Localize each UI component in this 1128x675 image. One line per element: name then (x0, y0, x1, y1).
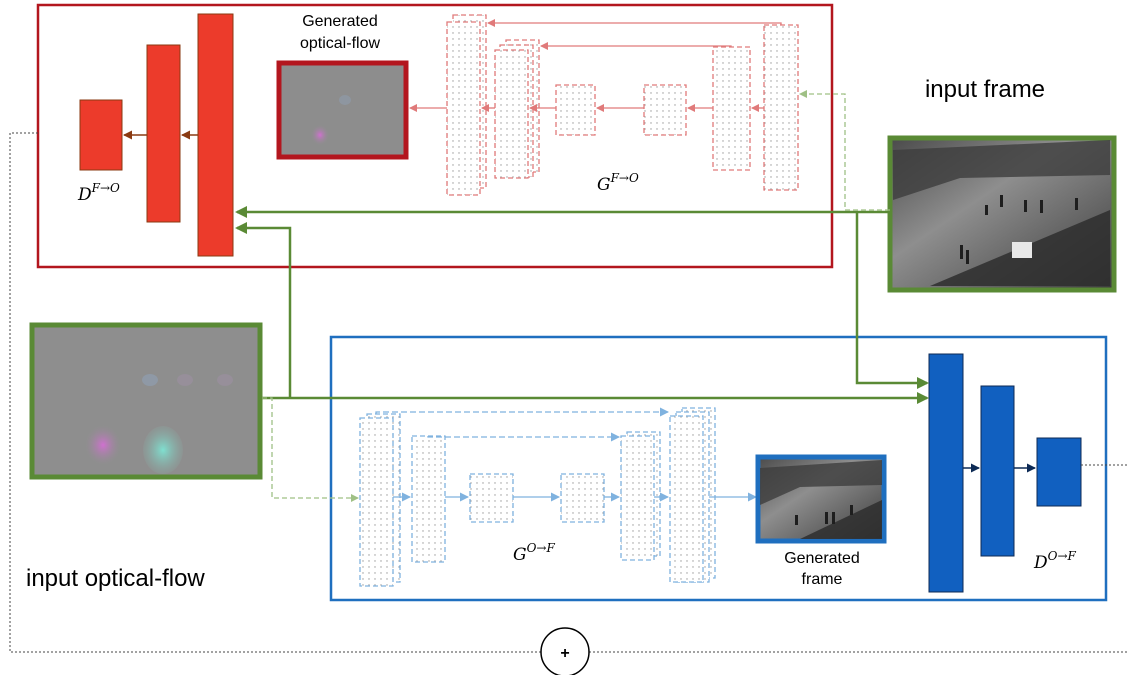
sum-symbol: + (560, 645, 569, 662)
sum-node: + (540, 627, 590, 675)
input-optical-flow-label: input optical-flow (26, 565, 205, 592)
generated-frame-image (755, 454, 887, 544)
disc-of-layer-3 (1036, 437, 1082, 507)
generated-optical-flow-label-2: optical-flow (300, 35, 380, 52)
disc-fo-layer-1 (79, 99, 123, 171)
input-optical-flow-image (29, 322, 263, 480)
blue-module-frame (329, 335, 1108, 602)
disc-fo-layer-3 (197, 13, 234, 257)
disc-o-to-f-label: DO→F (1033, 549, 1077, 573)
discriminator-o-to-f (928, 353, 1082, 593)
red-module-frame (36, 3, 834, 269)
generated-optical-flow-image (276, 60, 409, 160)
generator-f-to-o (446, 14, 799, 196)
generated-frame-label-2: frame (802, 571, 843, 588)
disc-of-layer-1 (928, 353, 964, 593)
loss-summation-loop (9, 132, 1128, 653)
input-frame-image (887, 135, 1117, 293)
generator-o-to-f (359, 407, 716, 587)
input-frame-label: input frame (925, 76, 1045, 103)
gen-f-to-o-label: GF→O (597, 171, 639, 195)
light-green-connections (262, 90, 890, 502)
disc-f-to-o-label: DF→O (77, 181, 120, 205)
generator-o-to-f-arrows (375, 407, 757, 502)
gen-o-to-f-label: GO→F (513, 541, 555, 565)
generated-frame-label-1: Generated (784, 550, 860, 567)
generated-optical-flow-label-1: Generated (302, 13, 378, 30)
generator-f-to-o-arrows (409, 19, 782, 112)
discriminator-f-to-o (79, 13, 234, 257)
disc-fo-layer-2 (146, 44, 181, 223)
disc-of-layer-2 (980, 385, 1015, 557)
green-connections (235, 206, 929, 404)
